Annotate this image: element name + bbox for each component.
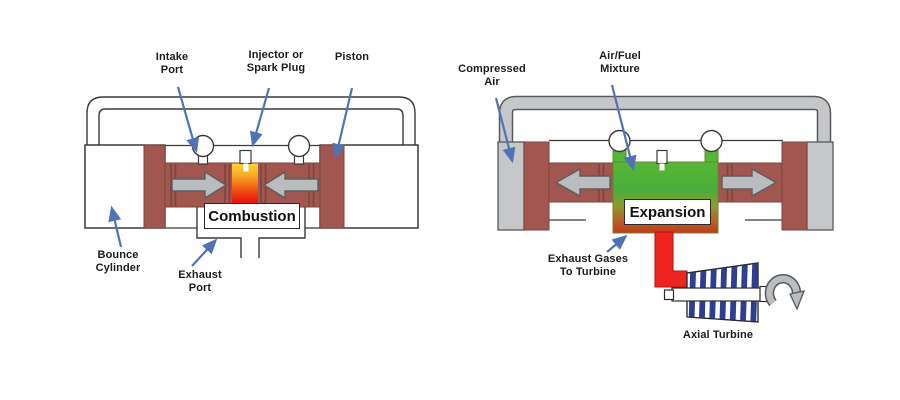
combustion-phase-box: Combustion: [204, 203, 300, 229]
piston-right: [319, 144, 345, 229]
bounce-cylinder-label: Bounce Cylinder: [95, 249, 141, 275]
exhaust-gases-label: Exhaust Gases To Turbine: [547, 253, 629, 279]
piston-right: [781, 141, 808, 231]
intake-port-label: Intake Port: [155, 51, 189, 77]
compressed-air-right: [806, 141, 834, 231]
exhaust-port-tray: [196, 207, 306, 258]
flow-arrow-left-icon: [554, 167, 611, 198]
exhaust-pipe: [654, 231, 688, 288]
intake-valve-right: [287, 134, 311, 165]
injector-label: Injector or Spark Plug: [246, 49, 306, 75]
air-fuel-mixture-label: Air/Fuel Mixture: [599, 50, 641, 76]
compressed-air-label: Compressed Air: [458, 63, 526, 89]
expansion-engine-group: [494, 84, 834, 323]
exhaust-port-label: Exhaust Port: [178, 269, 222, 295]
turbine-shaft-cap-left: [663, 289, 675, 301]
turbine-shaft: [671, 287, 763, 302]
injector-icon: [656, 149, 668, 171]
transfer-tube-gray: [498, 95, 832, 142]
combustion-engine-group: [84, 86, 419, 267]
axial-turbine-label: Axial Turbine: [682, 329, 754, 341]
piston-label: Piston: [334, 51, 370, 63]
flow-arrow-right-icon: [171, 170, 228, 200]
pointer-arrows-right-diagram: [494, 84, 637, 253]
injector-icon: [239, 149, 252, 172]
piston-left: [523, 141, 550, 231]
intake-valve-right: [700, 129, 723, 153]
pointer-arrows-left-diagram: [108, 86, 354, 267]
flow-arrow-right-icon: [721, 167, 778, 198]
piston-left: [143, 144, 166, 229]
rotation-arrow-icon: [764, 274, 806, 311]
transfer-tube: [86, 96, 416, 146]
flow-arrow-left-icon: [262, 170, 319, 200]
expansion-phase-box: Expansion: [624, 199, 711, 225]
